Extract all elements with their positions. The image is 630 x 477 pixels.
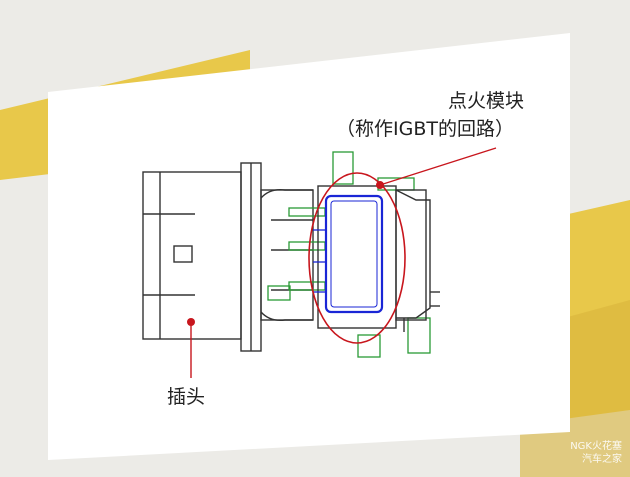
igbt-circuit <box>313 194 384 314</box>
watermark-line2: 汽车之家 <box>582 454 622 465</box>
module-leader <box>376 147 497 189</box>
label-plug: 插头 <box>167 386 206 408</box>
plug-housing <box>142 162 314 352</box>
label-ignition-module-note: （称作IGBT的回路） <box>336 118 514 140</box>
label-ignition-module: 点火模块 <box>448 90 525 112</box>
module-body <box>317 185 440 332</box>
highlight-ellipse <box>308 172 406 344</box>
plug-leader <box>187 318 195 378</box>
watermark-line1: NGK火花塞 <box>570 441 622 452</box>
watermark: NGK火花塞 汽车之家 <box>570 440 622 466</box>
